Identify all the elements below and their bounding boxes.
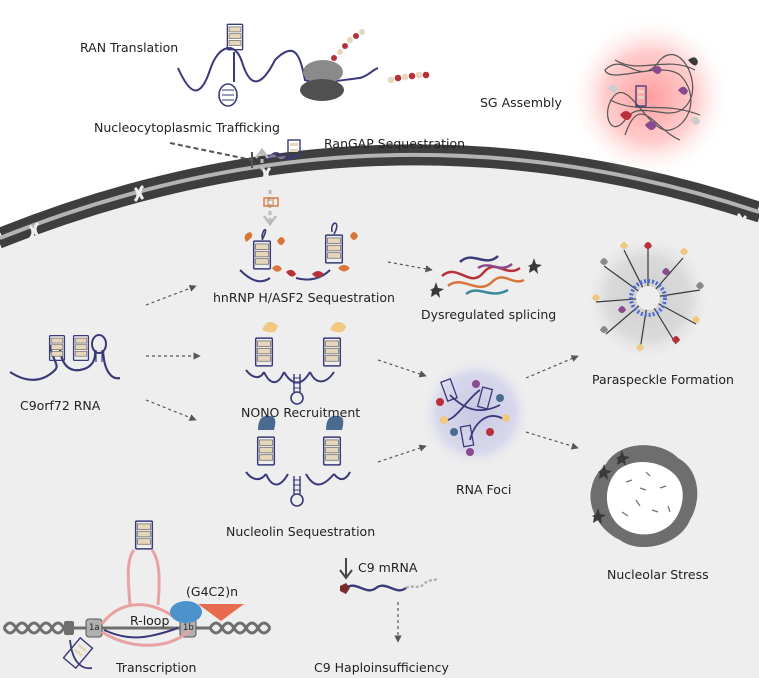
pathway-arrows: [145, 261, 579, 643]
hnrnp-sequestration-graphic: [239, 222, 358, 283]
nuclear-pore-graphic: [169, 139, 301, 227]
nono-protein-icon: [262, 321, 278, 333]
c9-haploinsufficiency-label: C9 Haploinsufficiency: [314, 660, 449, 675]
nucleolin-protein-icon: [326, 415, 344, 430]
transcription-graphic: [2, 520, 272, 670]
nucleolin-sequestration-graphic: [245, 415, 351, 507]
g4c2-repeat-label: (G4C2)n: [186, 584, 238, 599]
transcription-label: Transcription: [116, 660, 197, 675]
nucleus: [0, 154, 759, 678]
exon-1a-label: 1a: [89, 623, 100, 633]
dysregulated-splicing-graphic: [430, 255, 542, 298]
dysregulated-splicing-label: Dysregulated splicing: [421, 307, 557, 322]
rna-foci-label: RNA Foci: [456, 482, 512, 497]
exon-1a-box: [85, 618, 103, 638]
nucleolar-stress-label: Nucleolar Stress: [607, 567, 709, 582]
nucleocytoplasmic-trafficking-label: Nucleocytoplasmic Trafficking: [94, 120, 280, 135]
star-icon: [616, 450, 630, 466]
ran-translation-graphic: [177, 23, 430, 107]
exon-1b-label: 1b: [183, 623, 194, 633]
c9-mrna-graphic: [339, 558, 439, 594]
star-icon: [592, 508, 606, 524]
nono-protein-icon: [330, 321, 346, 333]
hnrnp-sequestration-label: hnRNP H/ASF2 Sequestration: [213, 290, 395, 305]
c9-mrna-label: C9 mRNA: [358, 560, 418, 575]
star-icon: [598, 464, 612, 480]
paraspeckle-graphic: [590, 240, 706, 356]
paraspeckle-formation-label: Paraspeckle Formation: [592, 372, 734, 387]
ran-translation-label: RAN Translation: [80, 40, 179, 55]
nono-recruitment-graphic: [245, 321, 346, 405]
rna-polymerase-icon: [170, 601, 202, 623]
rangap-sequestration-label: RanGAP Sequestration: [324, 136, 466, 151]
rna-foci-graphic: [420, 357, 532, 469]
r-loop-strand: [100, 603, 179, 625]
nono-recruitment-label: NONO Recruitment: [241, 405, 361, 420]
r-loop-label: R-loop: [130, 613, 170, 628]
c9orf72-rna-label: C9orf72 RNA: [20, 398, 101, 413]
star-icon: [528, 258, 542, 274]
ribosome-icon: [300, 60, 344, 101]
c9orf72-rna-graphic: [9, 334, 121, 381]
sg-assembly-label: SG Assembly: [480, 95, 562, 110]
dpr-peptide-icon: [387, 71, 430, 84]
nucleolin-sequestration-label: Nucleolin Sequestration: [226, 524, 376, 539]
stress-granule-icon: [568, 15, 732, 179]
nucleolus-icon: [590, 445, 698, 548]
g4c2-repeat-triangle: [198, 604, 244, 621]
dipeptide-chain-icon: [331, 29, 365, 61]
nucleolin-protein-icon: [258, 415, 276, 430]
star-icon: [430, 282, 444, 298]
